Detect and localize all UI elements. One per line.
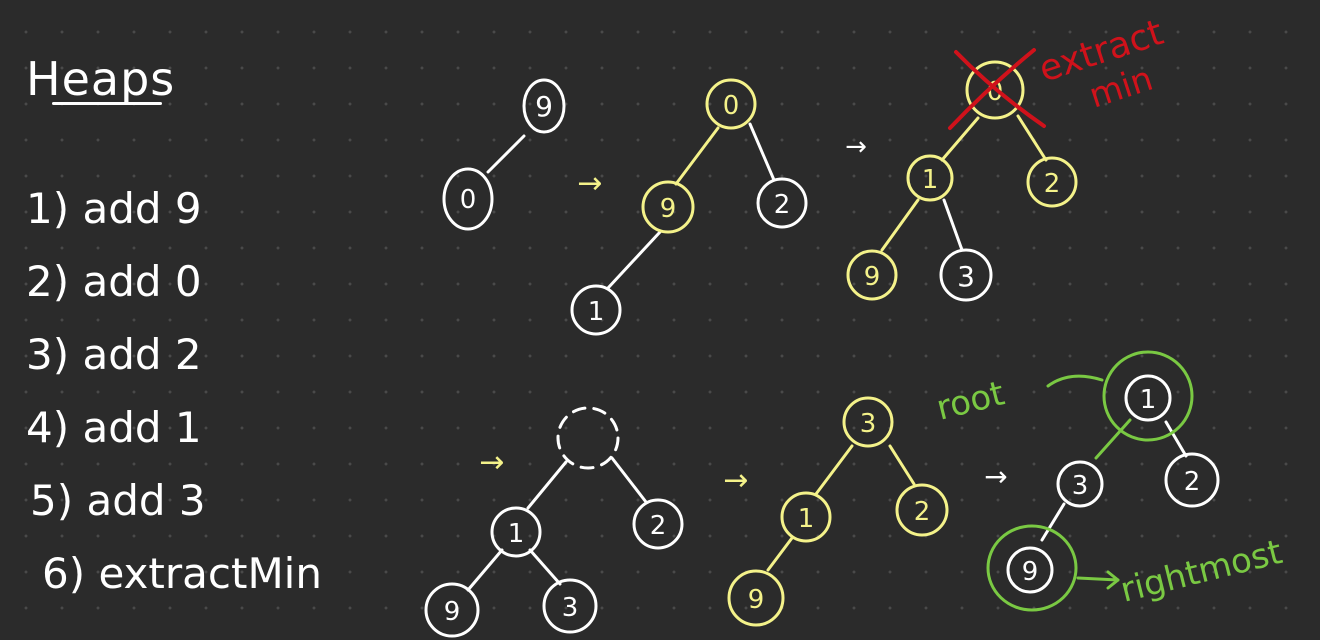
- node-3: [1056, 460, 1104, 508]
- edge: [1094, 418, 1132, 460]
- edge: [452, 228, 598, 290]
- tree-1-extra: 1: [570, 230, 662, 336]
- step-3: 3) add 2: [26, 330, 202, 379]
- node-label: 3: [957, 260, 975, 293]
- node-9: [424, 582, 480, 638]
- node-label: 3: [860, 409, 877, 439]
- node-label: 1: [508, 519, 525, 549]
- steps-list: 1) add 9 2) add 0 3) add 2 4) add 1 5) a…: [26, 172, 322, 610]
- step-4: 4) add 1: [26, 403, 202, 452]
- tree-4: 1 2 9 3: [424, 406, 684, 638]
- rightmost-annotation: rightmost: [1117, 532, 1287, 611]
- edge: [888, 444, 916, 486]
- edge: [466, 548, 504, 592]
- tree-6: 1 3 2 9: [986, 350, 1220, 612]
- empty-root-node: [556, 406, 620, 470]
- node-label: 1: [1140, 385, 1157, 415]
- rightmost-highlight: [986, 524, 1078, 612]
- node-9: [1006, 546, 1054, 594]
- root-highlight: [1102, 350, 1194, 442]
- edge: [814, 444, 854, 496]
- node-label: 2: [914, 497, 931, 527]
- node-1: [1124, 374, 1172, 422]
- node-1: [906, 154, 954, 202]
- edge: [942, 198, 964, 252]
- edge: [486, 134, 526, 174]
- node-2: [1164, 452, 1220, 508]
- arrow-icon: →: [984, 460, 1007, 493]
- edge: [748, 122, 776, 182]
- step-5: 5) add 3: [30, 476, 206, 525]
- node-label: 9: [864, 262, 881, 292]
- edge: [674, 126, 720, 186]
- node-label: 9: [748, 585, 765, 615]
- root-annotation: root: [933, 373, 1009, 428]
- node-2: [756, 177, 808, 229]
- node-3: [842, 396, 894, 448]
- tree-1: 9 0: [442, 78, 598, 290]
- node-9: [846, 249, 898, 301]
- node-label: 0: [723, 91, 740, 121]
- node-1: [780, 491, 832, 543]
- arrow-icon: →: [723, 463, 748, 498]
- node-3: [939, 248, 993, 302]
- node-label: 2: [1184, 467, 1201, 497]
- edge: [1164, 420, 1188, 458]
- edge: [940, 116, 980, 162]
- node-9: [727, 569, 785, 627]
- node-1: [570, 284, 622, 336]
- node-9: [641, 180, 695, 234]
- node-label: 2: [650, 511, 667, 541]
- node-label: 2: [1044, 169, 1061, 199]
- node-9: [522, 78, 566, 134]
- node-label: 9: [444, 597, 461, 627]
- edge: [606, 230, 662, 290]
- arrow-icon: →: [577, 166, 602, 201]
- step-6: 6) extractMin: [42, 549, 322, 598]
- node-label: 1: [922, 165, 939, 195]
- node-0: [442, 167, 494, 231]
- heaps-title: Heaps: [26, 52, 176, 106]
- rightmost-pointer-arrow: [1076, 570, 1120, 590]
- edge: [528, 548, 562, 586]
- edge: [766, 536, 794, 572]
- node-0: [965, 60, 1025, 120]
- cross-out-icon: [948, 48, 1046, 130]
- node-0: [705, 78, 757, 130]
- arrow-icon: →: [845, 132, 867, 162]
- step-2: 2) add 0: [26, 257, 202, 306]
- edge: [1016, 114, 1048, 162]
- root-pointer-arrow: [1046, 374, 1104, 388]
- node-label: 0: [460, 185, 477, 215]
- edge: [1040, 502, 1066, 542]
- edge: [880, 198, 920, 252]
- edge: [610, 456, 648, 504]
- arrow-icon: →: [479, 445, 504, 480]
- node-label: 9: [660, 194, 677, 224]
- edge: [526, 460, 568, 510]
- node-label: 1: [588, 297, 605, 327]
- tree-3: 0 1 2 9 3: [846, 48, 1078, 302]
- title-underline: [52, 102, 162, 105]
- node-3: [542, 578, 598, 634]
- step-1: 1) add 9: [26, 184, 202, 233]
- node-2: [1026, 156, 1078, 208]
- node-label: 9: [1022, 557, 1039, 587]
- node-2: [895, 483, 949, 537]
- node-label: 2: [774, 190, 791, 220]
- node-label: 9: [535, 90, 553, 123]
- node-label: 3: [1072, 471, 1089, 501]
- node-label: 3: [562, 593, 579, 623]
- tree-2: 0 9 2: [641, 78, 808, 234]
- node-2: [632, 498, 684, 550]
- tree-5: 3 1 2 9: [727, 396, 949, 627]
- node-label: 1: [798, 504, 815, 534]
- node-1: [490, 506, 542, 558]
